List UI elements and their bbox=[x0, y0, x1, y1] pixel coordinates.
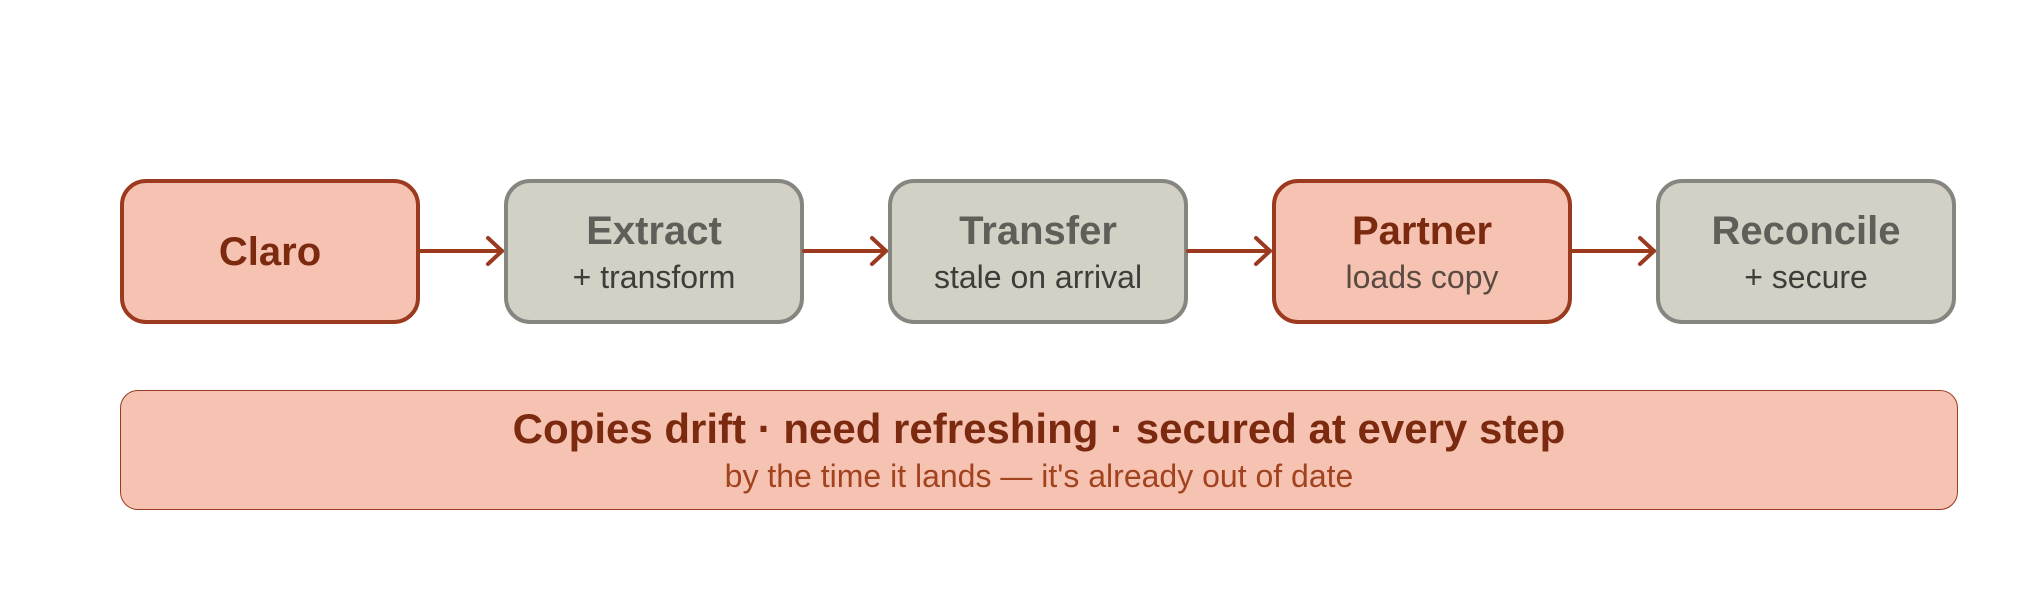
node-subtitle: + transform bbox=[572, 258, 736, 295]
arrow-extract-to-transfer bbox=[802, 236, 888, 266]
summary-banner: Copies drift · need refreshing · secured… bbox=[120, 390, 1958, 510]
node-subtitle: stale on arrival bbox=[933, 258, 1143, 295]
node-transfer: Transfer stale on arrival bbox=[888, 179, 1188, 324]
node-title: Extract bbox=[586, 208, 722, 253]
node-title: Claro bbox=[218, 229, 322, 274]
node-partner: Partner loads copy bbox=[1272, 179, 1572, 324]
node-subtitle: + secure bbox=[1744, 258, 1868, 295]
arrow-transfer-to-partner bbox=[1186, 236, 1272, 266]
node-extract: Extract + transform bbox=[504, 179, 804, 324]
node-title: Reconcile bbox=[1711, 208, 1901, 253]
arrow-partner-to-reconcile bbox=[1570, 236, 1656, 266]
banner-headline: Copies drift · need refreshing · secured… bbox=[512, 405, 1566, 452]
node-title: Transfer bbox=[959, 208, 1117, 253]
arrow-claro-to-extract bbox=[418, 236, 504, 266]
node-subtitle: loads copy bbox=[1345, 258, 1499, 295]
banner-caption: by the time it lands — it's already out … bbox=[724, 458, 1354, 494]
node-claro: Claro bbox=[120, 179, 420, 324]
node-reconcile: Reconcile + secure bbox=[1656, 179, 1956, 324]
node-title: Partner bbox=[1351, 208, 1493, 253]
